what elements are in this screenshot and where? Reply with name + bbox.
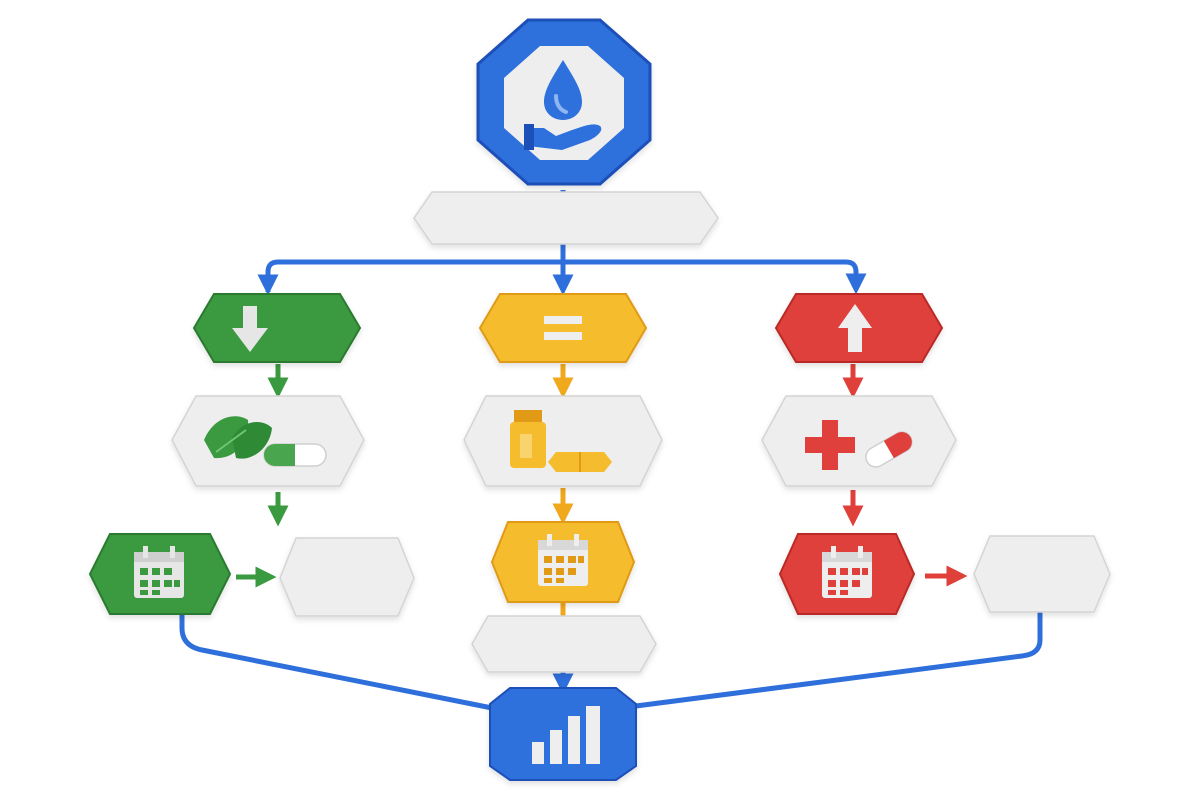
yellow-result-node [471,615,657,673]
medical-node [761,395,957,487]
arrow-down-icon [232,306,268,352]
equals-icon [544,316,582,340]
connectors [179,190,1043,711]
header-box [413,191,719,245]
cross-and-capsule-icon [805,420,913,470]
arrow-up-icon [838,304,872,352]
red-result-node [973,535,1111,613]
green-result-node [279,537,415,617]
bar-chart-icon [532,706,600,764]
standard-node [463,395,663,487]
top-node [476,18,652,186]
calendar-icon [134,546,184,598]
connector-green-to-outcome [179,612,493,711]
yellow-schedule-node [490,521,636,603]
water-drop-hand-icon [524,60,602,150]
leaf-and-pill-icon [204,416,327,467]
increase-node [774,293,944,363]
connector-red-to-outcome [635,612,1043,709]
decrease-node [192,293,362,363]
green-schedule-node [88,533,232,615]
bottle-and-pill-icon [510,410,612,472]
red-schedule-node [778,533,916,615]
maintain-node [478,293,648,363]
calendar-icon [538,534,588,586]
outcome-node [489,687,637,781]
natural-node [171,395,365,487]
calendar-icon [822,546,872,598]
